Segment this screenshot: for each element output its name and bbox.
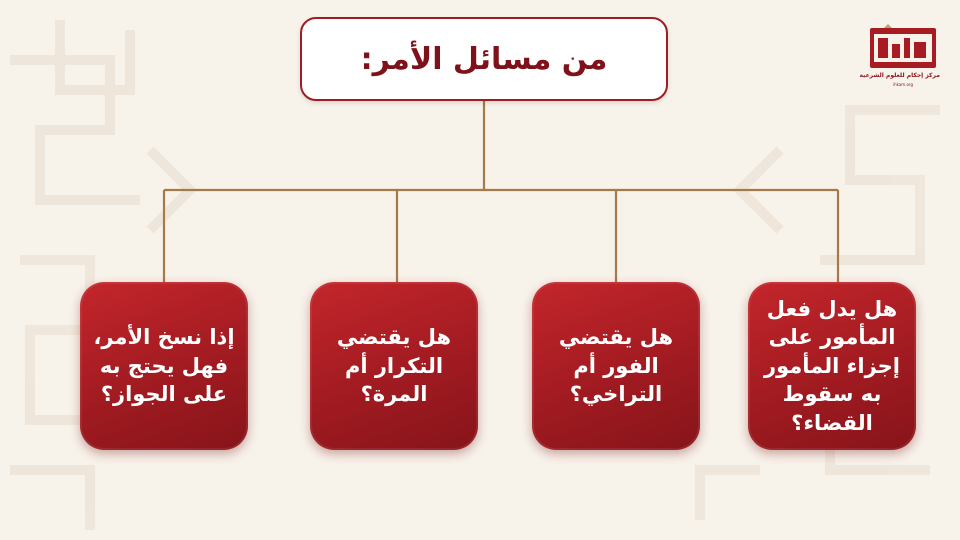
child-node-3: هل يقتضي التكرار أم المرة؟ bbox=[310, 282, 478, 450]
brand-logo: مركز إحكام للعلوم الشرعية ihkam.org bbox=[859, 24, 941, 94]
child-node-2: هل يقتضي الفور أم التراخي؟ bbox=[532, 282, 700, 450]
brand-logo-mark bbox=[870, 24, 936, 68]
root-node: من مسائل الأمر: bbox=[300, 17, 668, 101]
child-node-1: هل يدل فعل المأمور على إجزاء المأمور به … bbox=[748, 282, 916, 450]
brand-logo-sub: ihkam.org bbox=[892, 82, 914, 87]
child-node-4: إذا نسخ الأمر، فهل يحتج به على الجواز؟ bbox=[80, 282, 248, 450]
child-node-3-label: هل يقتضي التكرار أم المرة؟ bbox=[336, 325, 452, 407]
child-node-2-label: هل يقتضي الفور أم التراخي؟ bbox=[558, 325, 674, 407]
brand-logo-tagline: مركز إحكام للعلوم الشرعية bbox=[859, 72, 941, 79]
root-node-label: من مسائل الأمر: bbox=[360, 41, 608, 77]
child-node-4-label: إذا نسخ الأمر، فهل يحتج به على الجواز؟ bbox=[93, 325, 235, 407]
child-node-1-label: هل يدل فعل المأمور على إجزاء المأمور به … bbox=[764, 297, 900, 435]
